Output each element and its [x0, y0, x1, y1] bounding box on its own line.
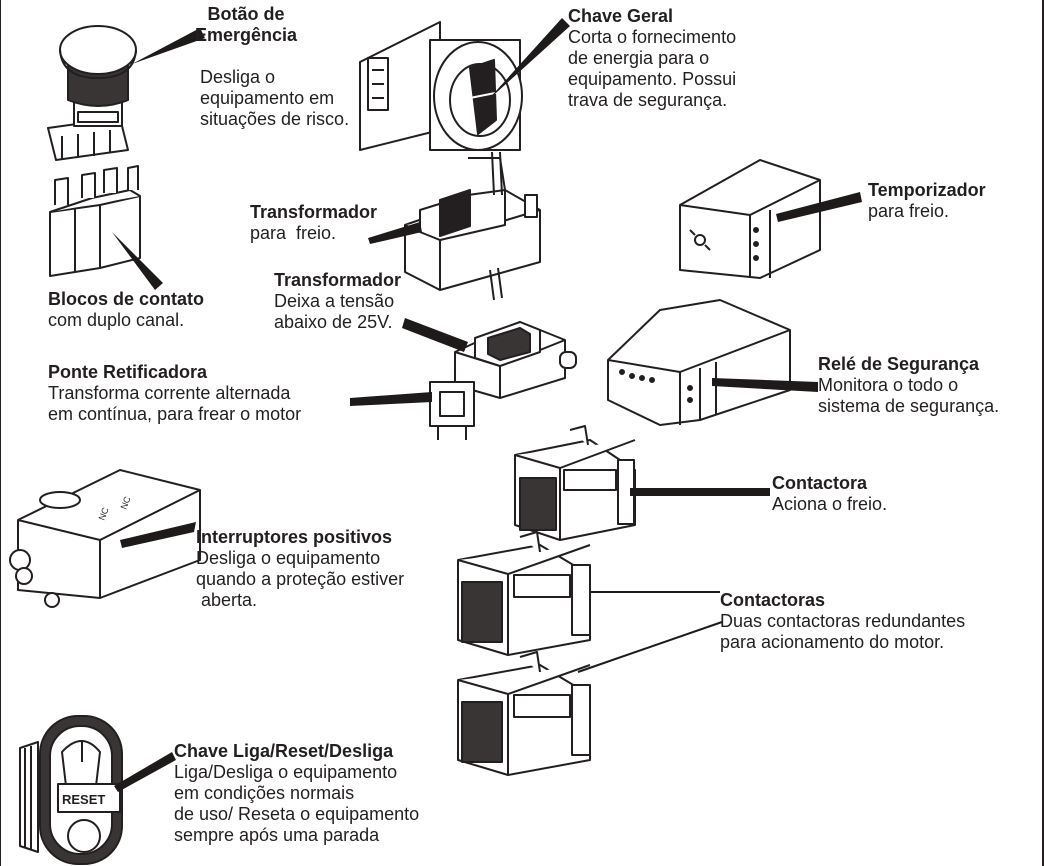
label-timer: Temporizador para freio.: [868, 180, 986, 222]
on-reset-off-switch-drawing: [19, 715, 123, 865]
label-contactor: Contactora Aciona o freio.: [772, 473, 887, 515]
brake-transformer-callout-pointer: [368, 222, 422, 244]
transformer-25v-callout-pointer: [402, 318, 468, 352]
label-transformer-25v-title: Transformador: [274, 270, 402, 290]
label-safety-relay: Relé de Segurança Monitora o todo o sist…: [818, 354, 999, 417]
emergency-callout-pointer: [132, 28, 205, 64]
main-switch-callout-pointer: [486, 18, 570, 102]
label-brake-transformer: Transformador para freio.: [250, 202, 377, 244]
label-contact-blocks-title: Blocos de contato: [48, 289, 205, 309]
label-rectifier-desc: Transforma corrente alternada em contínu…: [48, 383, 302, 424]
label-contactor-desc: Aciona o freio.: [772, 494, 888, 514]
contact-blocks-drawing: [49, 165, 141, 277]
label-brake-transformer-title: Transformador: [250, 202, 378, 222]
label-transformer-25v: Transformador Deixa a tensão abaixo de 2…: [274, 270, 401, 333]
label-position-switch: Interruptores positivos Desliga o equipa…: [196, 527, 404, 611]
label-contactors-title: Contactoras: [720, 590, 826, 610]
label-contactors: Contactoras Duas contactoras redundantes…: [720, 590, 965, 653]
contactor-top-drawing: [514, 425, 636, 541]
contactoras-callout-line-2: [577, 621, 723, 673]
label-main-switch-title: Chave Geral: [568, 6, 674, 26]
rectifier-callout-pointer: [350, 392, 432, 406]
on-reset-off-callout-pointer: [114, 752, 176, 792]
label-on-reset-off-desc: Liga/Desliga o equipamento em condições …: [174, 762, 420, 845]
rectifier-bridge-drawing: [429, 381, 475, 440]
label-emergency-desc: Desliga o equipamento em situações de ri…: [200, 67, 350, 129]
label-rectifier: Ponte Retificadora Transforma corrente a…: [48, 362, 301, 425]
label-brake-transformer-desc: para freio.: [250, 223, 337, 243]
position-switch-drawing: [9, 469, 201, 608]
label-emergency-button: Botão de Emergência: [195, 4, 297, 46]
label-emergency-desc-block: Desliga o equipamento em situações de ri…: [200, 67, 349, 130]
label-position-switch-title: Interruptores positivos: [196, 527, 393, 547]
position-switch-callout-pointer: [120, 522, 196, 548]
contactor-callout-pointer: [630, 488, 770, 496]
main-switch-drawing: [359, 21, 523, 151]
timer-drawing: [679, 159, 821, 279]
label-timer-desc: para freio.: [868, 201, 950, 221]
emergency-button-drawing: [47, 25, 137, 161]
label-main-switch-desc: Corta o fornecimento de energia para o e…: [568, 27, 737, 110]
transformer-25v-drawing: [454, 321, 577, 399]
label-transformer-25v-desc: Deixa a tensão abaixo de 25V.: [274, 291, 395, 332]
reset-mark: RESET: [62, 792, 105, 807]
label-emergency-title: Botão de Emergência: [195, 4, 298, 45]
contactor-middle-drawing: [457, 531, 591, 656]
label-contact-blocks-desc: com duplo canal.: [48, 310, 185, 330]
nc-mark-1: NC: [97, 505, 111, 521]
nc-mark-2: NC: [119, 494, 133, 510]
label-contactors-desc: Duas contactoras redundantes para aciona…: [720, 611, 966, 652]
label-timer-title: Temporizador: [868, 180, 986, 200]
label-main-switch: Chave Geral Corta o fornecimento de ener…: [568, 6, 736, 111]
label-on-reset-off: Chave Liga/Reset/Desliga Liga/Desliga o …: [174, 741, 419, 846]
safety-relay-callout-pointer: [712, 378, 818, 392]
brake-transformer-drawing: [404, 151, 541, 301]
contact-blocks-callout-pointer: [112, 232, 163, 290]
contactor-bottom-drawing: [457, 651, 591, 776]
label-safety-relay-desc: Monitora o todo o sistema de segurança.: [818, 375, 1000, 416]
label-safety-relay-title: Relé de Segurança: [818, 354, 980, 374]
safety-relay-drawing: [607, 299, 791, 426]
label-on-reset-off-title: Chave Liga/Reset/Desliga: [174, 741, 394, 761]
label-contactor-title: Contactora: [772, 473, 868, 493]
label-position-switch-desc: Desliga o equipamento quando a proteção …: [196, 548, 405, 610]
label-contact-blocks: Blocos de contato com duplo canal.: [48, 289, 204, 331]
timer-callout-pointer: [776, 192, 862, 222]
label-rectifier-title: Ponte Retificadora: [48, 362, 208, 382]
